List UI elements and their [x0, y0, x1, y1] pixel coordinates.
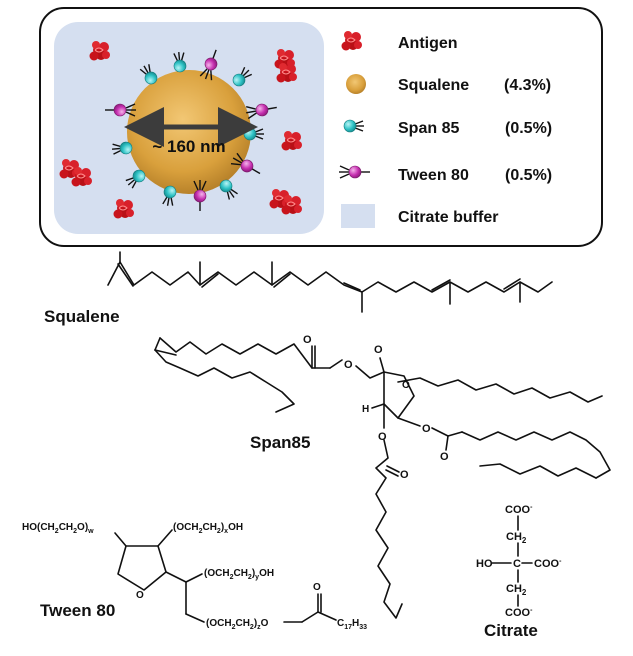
svg-text:COO-: COO-	[505, 607, 533, 619]
svg-text:O: O	[313, 582, 321, 593]
citrate-structure: COO- CH2 HO C COO- CH2 COO-	[476, 504, 562, 619]
svg-text:C: C	[513, 558, 521, 570]
tween80-name: Tween 80	[40, 601, 115, 620]
legend-squalene-label: Squalene	[398, 77, 469, 94]
tween80-structure: HO(CH2CH2O)w O (OCH2CH2)xOH (OCH2CH2)yOH…	[22, 522, 367, 631]
legend-squalene-icon	[346, 74, 366, 94]
svg-text:O: O	[440, 451, 449, 463]
legend-antigen-label: Antigen	[398, 35, 458, 52]
squalene-core	[127, 70, 251, 194]
squalene-name: Squalene	[44, 307, 120, 326]
span85-structure: O O O O H O O O O	[154, 334, 611, 619]
legend-span-label: Span 85	[398, 120, 459, 137]
legend-tween-label: Tween 80	[398, 167, 469, 184]
svg-text:(OCH2CH2)xOH: (OCH2CH2)xOH	[173, 522, 243, 535]
span85-name: Span85	[250, 433, 310, 452]
svg-text:HO: HO	[476, 558, 493, 570]
squalene-structure	[107, 251, 553, 313]
svg-text:O: O	[378, 431, 387, 443]
legend-squalene-pct: (4.3%)	[504, 77, 551, 94]
svg-text:H: H	[362, 404, 369, 415]
legend-buffer-label: Citrate buffer	[398, 209, 498, 226]
svg-text:O: O	[303, 334, 312, 346]
svg-text:O: O	[344, 359, 353, 371]
svg-text:O: O	[374, 344, 383, 356]
legend-span-icon	[343, 119, 365, 133]
svg-text:O: O	[400, 469, 409, 481]
svg-text:O: O	[402, 380, 410, 391]
svg-text:COO-: COO-	[534, 558, 562, 570]
legend-buffer-icon	[341, 204, 375, 228]
svg-text:O: O	[136, 590, 144, 601]
svg-text:O: O	[422, 423, 431, 435]
legend-span-pct: (0.5%)	[505, 120, 552, 137]
svg-text:CH2: CH2	[506, 583, 527, 597]
svg-text:C17H33: C17H33	[337, 618, 367, 631]
svg-text:(OCH2CH2)yOH: (OCH2CH2)yOH	[204, 568, 274, 581]
svg-text:(OCH2CH2)zO: (OCH2CH2)zO	[206, 618, 269, 631]
citrate-name: Citrate	[484, 621, 538, 640]
svg-text:COO-: COO-	[505, 504, 533, 516]
size-label: ~ 160 nm	[152, 137, 225, 156]
svg-text:HO(CH2CH2O)w: HO(CH2CH2O)w	[22, 522, 94, 535]
legend-tween-pct: (0.5%)	[505, 167, 552, 184]
svg-text:CH2: CH2	[506, 531, 527, 545]
